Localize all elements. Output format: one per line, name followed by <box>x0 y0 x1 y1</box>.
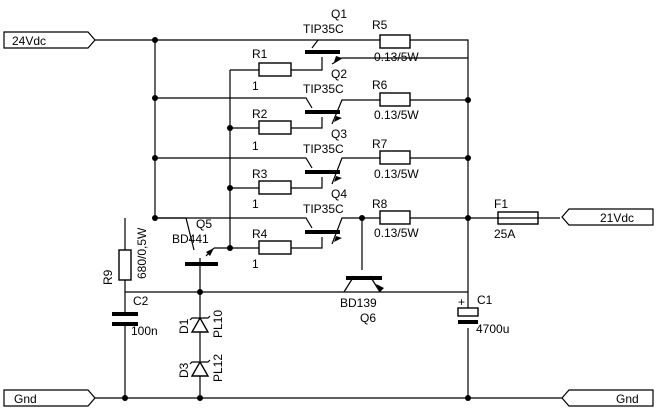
port-24vdc: 24Vdc <box>3 31 96 49</box>
resistor-r1: R1 1 <box>252 47 292 93</box>
q6-ref: Q6 <box>360 311 376 325</box>
transistor-q5: Q5 BD441 <box>172 217 218 266</box>
r1-ref: R1 <box>252 47 268 61</box>
r3-ref: R3 <box>252 167 268 181</box>
q4-ref: Q4 <box>331 187 347 201</box>
r9-ref: R9 <box>101 269 115 285</box>
diode-d1: D1 PL10 <box>177 310 225 338</box>
junction <box>152 37 158 43</box>
port-gnd-left-label: Gnd <box>14 392 37 406</box>
d1-ref: D1 <box>177 318 191 334</box>
resistor-r3: R3 1 <box>252 167 292 211</box>
r4-value: 1 <box>252 257 259 271</box>
junction <box>152 95 158 101</box>
resistor-r4: R4 1 <box>252 227 292 271</box>
port-21vdc: 21Vdc <box>561 208 654 226</box>
junction <box>227 125 233 131</box>
port-24vdc-label: 24Vdc <box>12 34 46 48</box>
junction <box>359 215 365 221</box>
resistor-r7: R7 0.13/5W <box>372 137 419 181</box>
resistor-r5: R5 0.13/5W <box>372 18 419 64</box>
junction <box>197 289 203 295</box>
q5-ref: Q5 <box>196 217 212 231</box>
q6-type: BD139 <box>340 296 377 310</box>
c1-value: 4700u <box>476 322 509 336</box>
c2-ref: C2 <box>133 294 149 308</box>
junction <box>465 97 471 103</box>
resistor-r9: R9 680/0,5W <box>101 227 149 285</box>
q3-ref: Q3 <box>331 127 347 141</box>
r5-ref: R5 <box>372 18 388 32</box>
q2-type: TIP35C <box>303 82 344 96</box>
r2-value: 1 <box>252 139 259 153</box>
r7-ref: R7 <box>372 137 388 151</box>
capacitor-c2: C2 100n <box>112 294 158 338</box>
r8-value: 0.13/5W <box>374 226 419 240</box>
r3-value: 1 <box>252 197 259 211</box>
transistor-q3: Q3 TIP35C <box>303 127 347 182</box>
q3-type: TIP35C <box>303 142 344 156</box>
q5-type: BD441 <box>172 232 209 246</box>
junction <box>465 395 471 401</box>
fuse-f1: F1 25A <box>494 197 539 241</box>
r6-ref: R6 <box>372 78 388 92</box>
transistor-q1: Q1 TIP35C <box>303 7 347 62</box>
d1-type: PL10 <box>211 310 225 338</box>
f1-value: 25A <box>494 227 515 241</box>
r8-ref: R8 <box>372 197 388 211</box>
q4-type: TIP35C <box>303 202 344 216</box>
r1-value: 1 <box>252 79 259 93</box>
junctions <box>122 37 471 401</box>
r4-ref: R4 <box>252 227 268 241</box>
junction <box>152 155 158 161</box>
r2-ref: R2 <box>252 107 268 121</box>
port-21vdc-label: 21Vdc <box>600 211 634 225</box>
port-gnd-right: Gnd <box>561 389 654 407</box>
junction <box>227 185 233 191</box>
c1-polarity: + <box>458 295 465 309</box>
transistor-q4: Q4 TIP35C <box>303 187 347 242</box>
q2-ref: Q2 <box>331 67 347 81</box>
c1-ref: C1 <box>477 293 493 307</box>
r6-value: 0.13/5W <box>374 108 419 122</box>
r9-value: 680/0,5W <box>135 227 149 279</box>
capacitor-c1: + C1 4700u <box>457 293 509 336</box>
junction <box>152 215 158 221</box>
junction <box>465 155 471 161</box>
junction <box>227 245 233 251</box>
q1-ref: Q1 <box>331 7 347 21</box>
resistor-r2: R2 1 <box>252 107 292 153</box>
port-gnd-left: Gnd <box>3 389 96 407</box>
d3-ref: D3 <box>177 362 191 378</box>
d3-type: PL12 <box>211 354 225 382</box>
port-gnd-right-label: Gnd <box>616 392 639 406</box>
junction <box>122 395 128 401</box>
r7-value: 0.13/5W <box>374 167 419 181</box>
q1-type: TIP35C <box>303 22 344 36</box>
transistor-q2: Q2 TIP35C <box>303 67 347 122</box>
f1-ref: F1 <box>494 197 508 211</box>
r5-value: 0.13/5W <box>374 50 419 64</box>
c2-value: 100n <box>131 324 158 338</box>
resistor-r8: R8 0.13/5W <box>372 197 419 240</box>
diode-d3: D3 PL12 <box>177 354 225 382</box>
junction <box>197 395 203 401</box>
transistor-q6: BD139 Q6 <box>340 276 384 325</box>
junction <box>465 215 471 221</box>
resistor-r6: R6 0.13/5W <box>372 78 419 122</box>
